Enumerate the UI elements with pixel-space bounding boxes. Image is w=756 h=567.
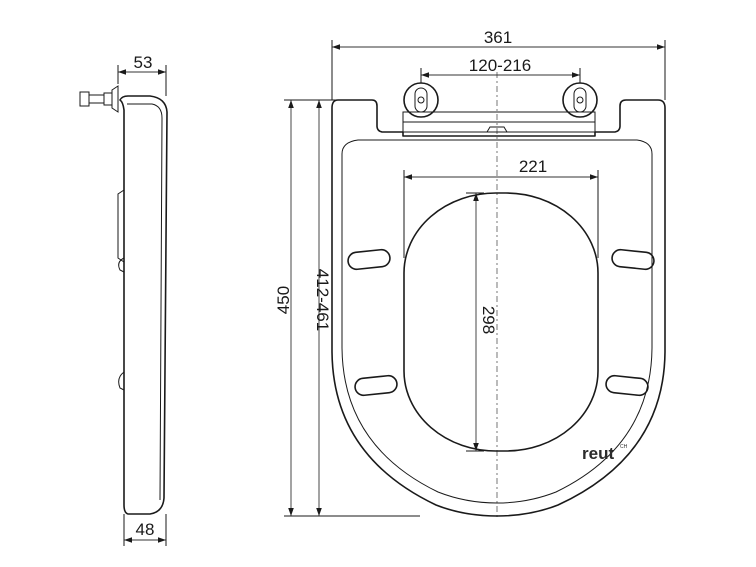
bumper-bottom-right — [605, 374, 649, 397]
side-view: 53 48 — [79, 53, 168, 546]
top-view: reut CH 361 120-216 221 298 412-461 450 — [274, 28, 666, 520]
hinge-bolt-side — [79, 85, 119, 113]
hinge-spacing-label: 120-216 — [469, 56, 531, 75]
hinge-bracket — [402, 111, 596, 133]
brand-logo-text: reut — [582, 444, 614, 463]
seat-opening — [403, 192, 599, 452]
side-top-depth-label: 53 — [134, 53, 153, 72]
opening-width-label: 221 — [519, 157, 547, 176]
side-bottom-depth-label: 48 — [136, 520, 155, 539]
bumper-top-right — [611, 248, 655, 271]
overall-width-label: 361 — [484, 28, 512, 47]
overall-length-label: 450 — [274, 286, 293, 314]
seat-side-profile — [119, 95, 168, 515]
opening-length-label: 298 — [479, 306, 498, 334]
fixing-range-label: 412-461 — [313, 269, 332, 331]
right-hinge-icon — [562, 82, 598, 118]
seat-outline — [331, 99, 666, 517]
bumper-bottom-left — [354, 374, 398, 397]
left-hinge-icon — [403, 82, 439, 118]
seat-inner-rim — [341, 139, 653, 504]
bumper-top-left — [347, 248, 391, 271]
brand-logo-superscript: CH — [620, 444, 628, 450]
